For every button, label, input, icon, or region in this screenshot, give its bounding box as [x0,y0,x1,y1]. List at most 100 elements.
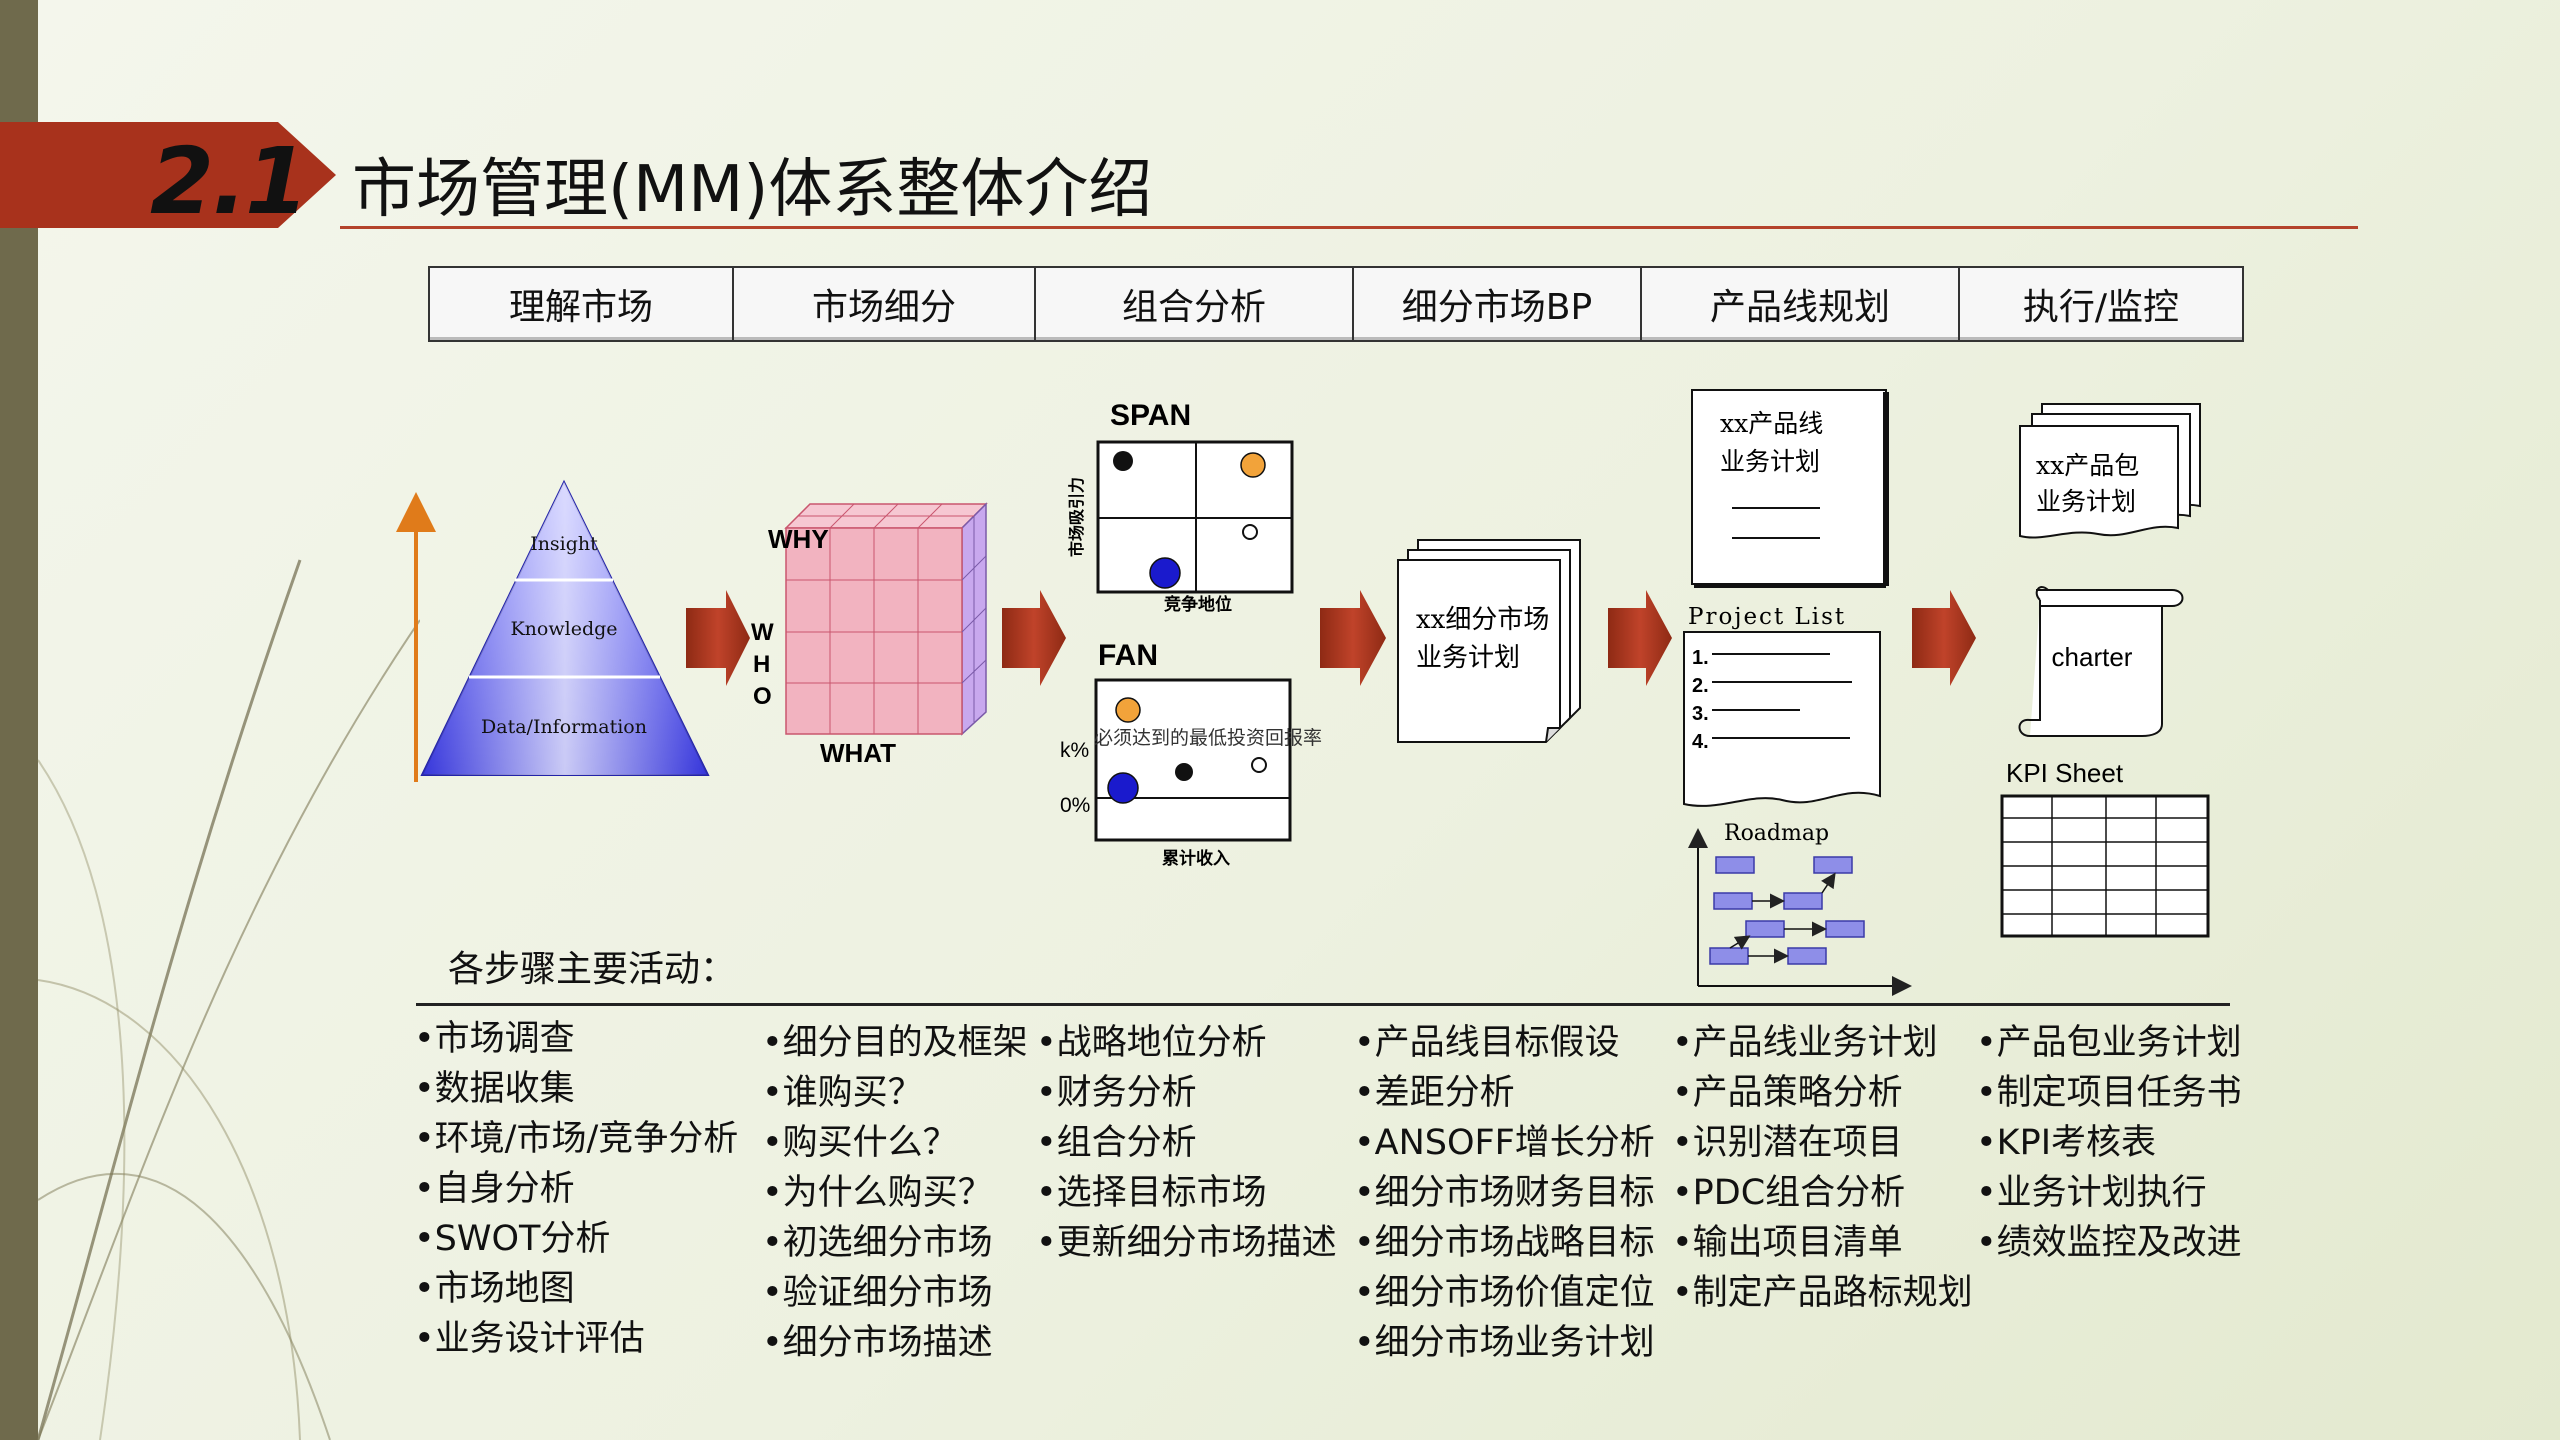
activity-item: PDC组合分析 [1672,1168,1973,1218]
project-item-4: 4. [1692,731,1709,753]
flow-arrow-5 [1912,590,1976,686]
span-y-label: 市场吸引力 [1067,477,1086,557]
span-dot-blue [1149,557,1181,589]
fan-x-label: 累计收入 [1162,848,1230,869]
activity-item: 自身分析 [414,1164,738,1214]
product-package-plan-document: xx产品包 业务计划 [2019,403,2201,539]
project-list: Project List 1. 2. 3. 4. [1683,604,1881,807]
activity-item: 产品包业务计划 [1976,1018,2242,1068]
product-line-plan-document: xx产品线 业务计划 [1691,389,1889,588]
span-dot-white [1242,524,1258,540]
activity-item: 绩效监控及改进 [1976,1218,2242,1268]
activity-item: 谁购买？ [762,1068,1028,1118]
activity-item: KPI考核表 [1976,1118,2242,1168]
cube-label-what: WHAT [820,738,896,768]
activity-item: 财务分析 [1036,1068,1337,1118]
activity-item: 市场调查 [414,1014,738,1064]
activity-item: 细分市场业务计划 [1354,1318,1655,1368]
span-title: SPAN [1110,399,1191,432]
span-dot-black [1113,451,1133,471]
knowledge-pyramid: Insight Knowledge Data/Information [396,479,710,782]
product-line-plan-line2: 业务计划 [1720,447,1820,476]
pyramid-level-knowledge: Knowledge [510,618,617,640]
activity-item: 购买什么？ [762,1118,1028,1168]
pyramid-level-insight: Insight [530,533,598,555]
step-understand-market: 理解市场 [430,268,734,340]
activity-column-segment-bp: 产品线目标假设 差距分析 ANSOFF增长分析 细分市场财务目标 细分市场战略目… [1354,1018,1655,1368]
section-number: 2.1 [150,128,309,235]
activity-item: 细分市场描述 [762,1318,1028,1368]
activity-item: 数据收集 [414,1064,738,1114]
project-item-3: 3. [1692,703,1709,725]
project-list-title: Project List [1688,604,1846,630]
cube-label-who-o: O [753,683,772,710]
activity-column-portfolio: 战略地位分析 财务分析 组合分析 选择目标市场 更新细分市场描述 [1036,1018,1337,1268]
span-x-label: 竞争地位 [1164,594,1232,615]
kpi-sheet: KPI Sheet [2000,758,2210,938]
activity-item: 业务计划执行 [1976,1168,2242,1218]
decorative-swoosh [36,559,420,1440]
project-item-2: 2. [1692,675,1709,697]
activity-column-understand-market: 市场调查 数据收集 环境/市场/竞争分析 自身分析 SWOT分析 市场地图 业务… [414,1014,739,1364]
activity-item: 初选细分市场 [762,1218,1028,1268]
activity-item: 业务设计评估 [414,1314,738,1364]
activity-column-execute-monitor: 产品包业务计划 制定项目任务书 KPI考核表 业务计划执行 绩效监控及改进 [1976,1018,2242,1268]
activity-item: 产品线目标假设 [1354,1018,1655,1068]
activity-column-segmentation: 细分目的及框架 谁购买？ 购买什么？ 为什么购买？ 初选细分市场 验证细分市场 … [762,1018,1028,1368]
span-dot-orange [1240,452,1266,478]
left-accent-bar [0,0,38,1440]
roadmap-chart: Roadmap [1688,821,1912,996]
charter-label: charter [2052,642,2133,672]
cube-label-who-w: W [751,619,774,646]
fan-chart: FAN k% 0% 必须达到的最低投资回报率 累计收入 [1060,639,1322,869]
activity-item: 制定项目任务书 [1976,1068,2242,1118]
fan-dot-white [1251,757,1267,773]
segmentation-cube: WHY W H O WHAT [751,502,988,768]
process-diagram: Insight Knowledge Data/Information [396,389,2210,996]
activity-item: ANSOFF增长分析 [1354,1118,1655,1168]
activity-item: 产品策略分析 [1672,1068,1973,1118]
process-steps-bar: 理解市场 市场细分 组合分析 细分市场BP 产品线规划 执行/监控 [428,266,2244,342]
fan-dot-black [1175,763,1193,781]
fan-dot-blue [1107,772,1139,804]
activity-column-product-line: 产品线业务计划 产品策略分析 识别潜在项目 PDC组合分析 输出项目清单 制定产… [1672,1018,1973,1318]
project-item-1: 1. [1692,647,1709,669]
activity-item: 制定产品路标规划 [1672,1268,1973,1318]
flow-arrow-2 [1002,590,1066,686]
step-execute-monitor: 执行/监控 [1960,268,2242,340]
product-line-plan-line1: xx产品线 [1720,409,1823,438]
step-segment-bp: 细分市场BP [1354,268,1642,340]
segment-bp-document: xx细分市场 业务计划 [1397,539,1581,743]
activities-divider [416,1003,2230,1006]
activity-item: 市场地图 [414,1264,738,1314]
activity-item: 选择目标市场 [1036,1168,1337,1218]
activity-item: 差距分析 [1354,1068,1655,1118]
activity-item: 为什么购买？ [762,1168,1028,1218]
roadmap-title: Roadmap [1724,821,1829,846]
page-title: 市场管理(MM)体系整体介绍 [352,153,1153,227]
activity-item: 战略地位分析 [1036,1018,1337,1068]
pyramid-level-data: Data/Information [481,716,647,738]
section-arrow-banner [0,122,336,228]
activity-item: 产品线业务计划 [1672,1018,1973,1068]
segment-bp-line1: xx细分市场 [1416,605,1549,635]
activity-item: 识别潜在项目 [1672,1118,1973,1168]
charter-scroll: charter [2018,586,2184,737]
kpi-sheet-title: KPI Sheet [2006,758,2124,788]
activity-item: 细分市场价值定位 [1354,1268,1655,1318]
activity-item: 组合分析 [1036,1118,1337,1168]
fan-y-tick-top: k% [1060,739,1089,762]
span-matrix: SPAN 市场吸引力 竞争地位 [1067,399,1294,615]
fan-min-return-label: 必须达到的最低投资回报率 [1094,727,1322,749]
flow-arrow-4 [1608,590,1672,686]
cube-label-why: WHY [768,524,829,554]
activity-item: 验证细分市场 [762,1268,1028,1318]
step-market-segmentation: 市场细分 [734,268,1036,340]
step-portfolio-analysis: 组合分析 [1036,268,1354,340]
activities-title: 各步骤主要活动： [448,949,737,990]
cube-label-who-h: H [753,651,770,678]
fan-dot-orange [1115,697,1141,723]
step-product-line-planning: 产品线规划 [1642,268,1960,340]
activity-item: 细分市场财务目标 [1354,1168,1655,1218]
flow-arrow-3 [1320,590,1386,686]
